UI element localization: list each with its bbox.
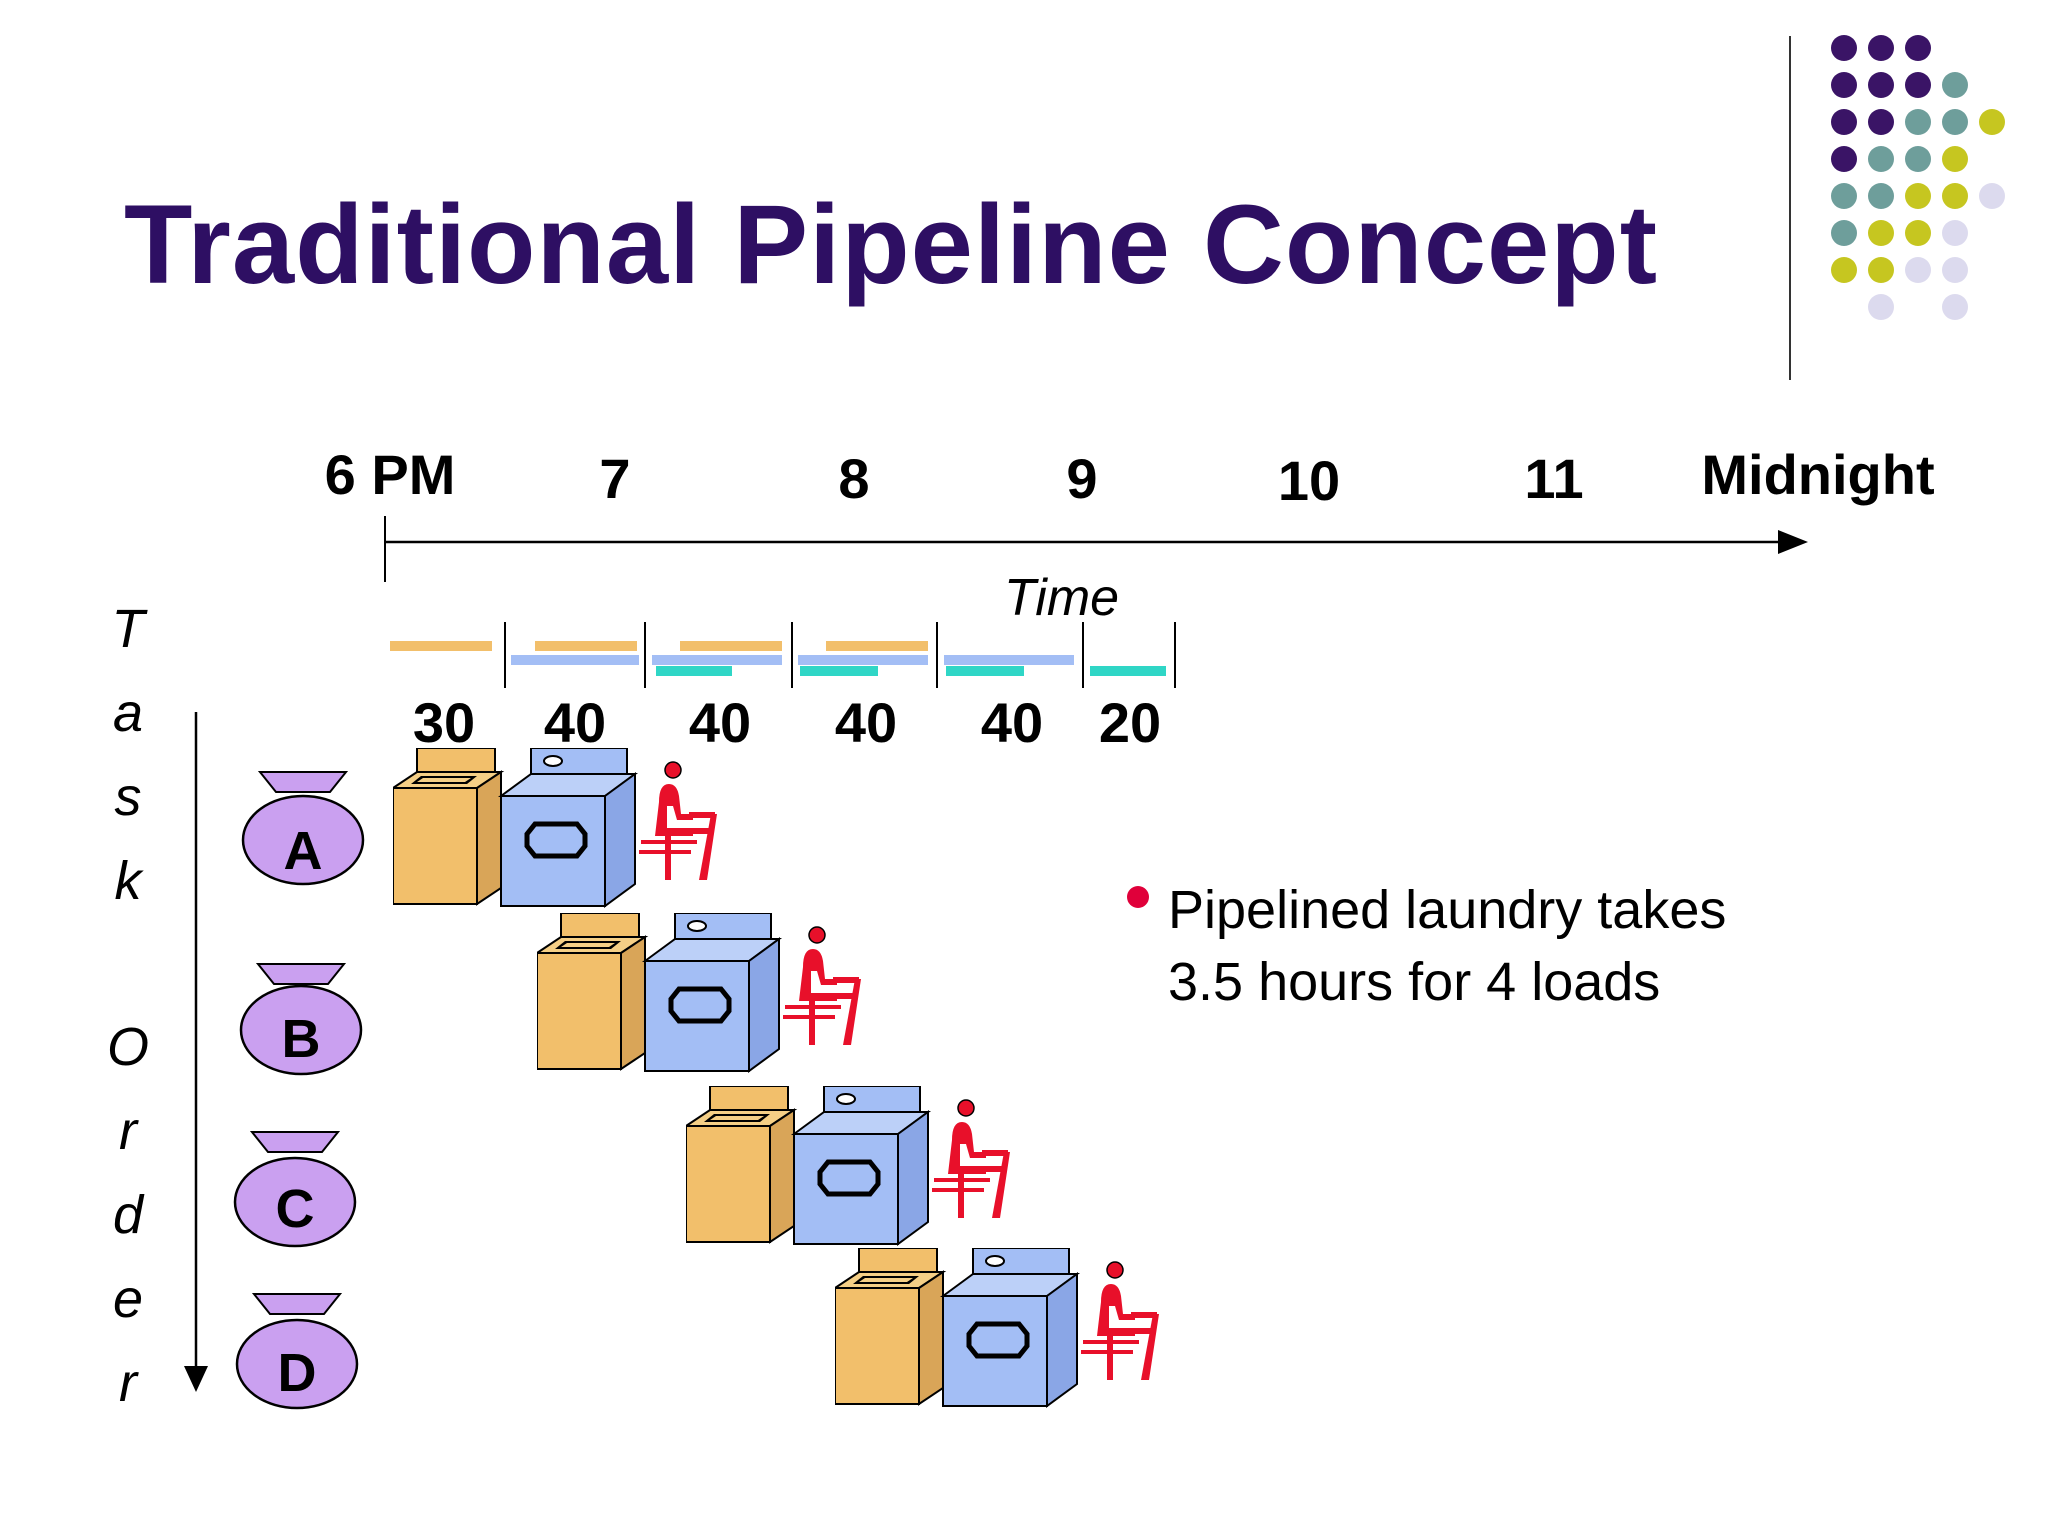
decorative-dot <box>1905 183 1931 209</box>
task-order-letter: a <box>112 683 144 743</box>
folding-person-icon <box>1081 1261 1159 1380</box>
hour-label-10: 10 <box>1277 449 1341 512</box>
decorative-dot <box>1831 72 1857 98</box>
decorative-dot <box>1868 294 1894 320</box>
time-axis-label: Time <box>1004 569 1120 627</box>
hour-label-11: 11 <box>1524 447 1584 510</box>
bullet-text-line: 3.5 hours for 4 loads <box>1168 952 1661 1012</box>
decorative-dot <box>1942 294 1968 320</box>
washer-icon <box>393 748 505 906</box>
decorative-dot <box>1942 257 1968 283</box>
task-order-letter: d <box>112 1185 144 1245</box>
task-label: A <box>283 821 323 881</box>
decorative-dot <box>1831 146 1857 172</box>
decorative-dot <box>1942 109 1968 135</box>
decorative-dot <box>1905 35 1931 61</box>
machine-row-b <box>537 913 861 1073</box>
decorative-dot <box>1979 109 2005 135</box>
dryer-icon <box>497 748 639 908</box>
decorative-dot <box>1868 183 1894 209</box>
decorative-dot <box>1868 220 1894 246</box>
decorative-dot <box>1831 257 1857 283</box>
duration-label: 40 <box>688 691 752 754</box>
task-order-letter: O <box>106 1017 150 1077</box>
machine-row-c <box>686 1086 1010 1246</box>
hour-label-7: 7 <box>599 447 631 510</box>
decorative-dot <box>1868 257 1894 283</box>
hour-label-9: 9 <box>1066 447 1098 510</box>
decorative-dot <box>1905 146 1931 172</box>
duration-label: 30 <box>412 691 476 754</box>
decorative-dot <box>1942 183 1968 209</box>
laundry-bag-icon <box>241 771 365 886</box>
slide-title: Traditional Pipeline Concept <box>124 182 1658 307</box>
title-divider-line <box>1789 36 1791 380</box>
hour-label-midnight: Midnight <box>1701 443 1935 506</box>
task-label: D <box>277 1343 317 1403</box>
washer-icon <box>835 1248 947 1406</box>
washer-icon <box>686 1086 798 1244</box>
laundry-bag-icon <box>233 1131 357 1248</box>
dryer-icon <box>641 913 783 1073</box>
decorative-dot <box>1868 72 1894 98</box>
bullet-text-line: Pipelined laundry takes <box>1168 880 1727 940</box>
task-order-letter: e <box>112 1269 144 1329</box>
laundry-bag-icon <box>235 1293 359 1410</box>
task-order-letter: r <box>119 1101 137 1161</box>
folding-person-icon <box>783 926 861 1045</box>
bullet-dot-icon <box>1127 886 1149 908</box>
decorative-dot <box>1831 220 1857 246</box>
duration-label: 20 <box>1098 691 1162 754</box>
decorative-dot <box>1905 72 1931 98</box>
task-order-letter: T <box>111 599 145 659</box>
folding-person-icon <box>639 761 717 880</box>
hour-label-8: 8 <box>838 447 870 510</box>
folding-person-icon <box>932 1099 1010 1218</box>
decorative-dot <box>1905 220 1931 246</box>
dryer-icon <box>939 1248 1081 1408</box>
duration-label: 40 <box>834 691 898 754</box>
task-order-letter: s <box>114 767 142 827</box>
machine-row-a <box>393 748 717 908</box>
decorative-dot <box>1942 220 1968 246</box>
machine-row-d <box>835 1248 1159 1408</box>
duration-label: 40 <box>980 691 1044 754</box>
decorative-dot <box>1831 109 1857 135</box>
decorative-dot-grid <box>1831 35 2005 320</box>
hour-label-6pm: 6 PM <box>324 443 456 506</box>
task-label: B <box>281 1009 321 1069</box>
decorative-dot <box>1905 109 1931 135</box>
decorative-dot <box>1942 72 1968 98</box>
decorative-dot <box>1831 35 1857 61</box>
laundry-bag-icon <box>239 963 363 1076</box>
decorative-dot <box>1905 257 1931 283</box>
decorative-dot <box>1831 183 1857 209</box>
decorative-dot <box>1868 35 1894 61</box>
task-order-letter: r <box>119 1353 137 1413</box>
task-order-letter: k <box>114 851 142 911</box>
dryer-icon <box>790 1086 932 1246</box>
washer-icon <box>537 913 649 1071</box>
task-label: C <box>275 1179 315 1239</box>
decorative-dot <box>1868 146 1894 172</box>
decorative-dot <box>1979 183 2005 209</box>
decorative-dot <box>1942 146 1968 172</box>
decorative-dot <box>1868 109 1894 135</box>
duration-label: 40 <box>543 691 607 754</box>
